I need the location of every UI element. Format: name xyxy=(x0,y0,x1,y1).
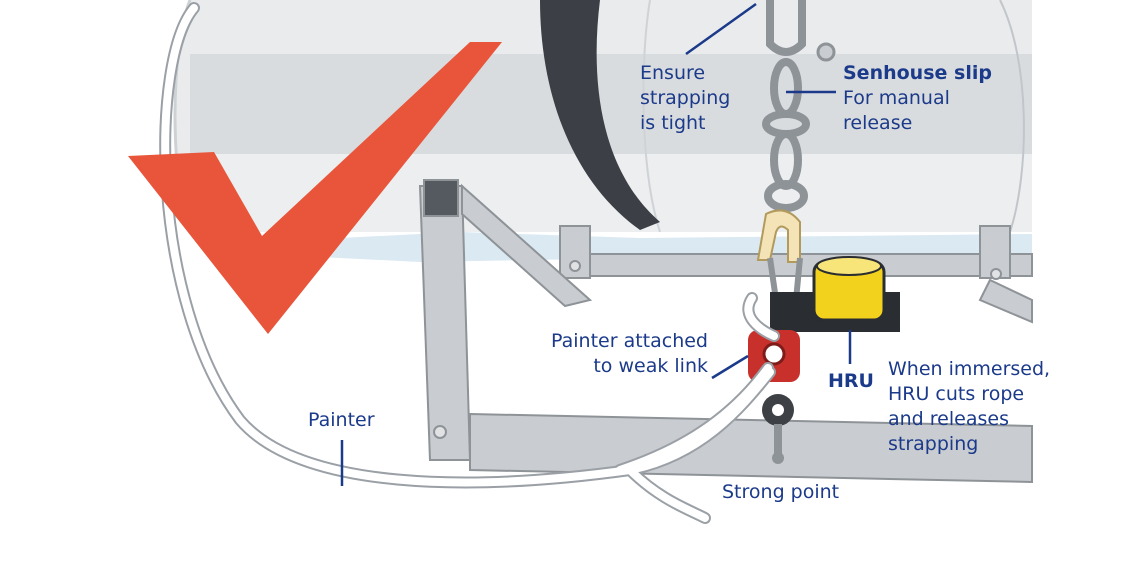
leader-lines xyxy=(340,2,852,486)
ensure-strapping-label: Ensure strapping is tight xyxy=(640,62,731,134)
securing-strap xyxy=(540,0,660,230)
shackle-pin xyxy=(816,42,836,62)
hru-unit xyxy=(770,256,900,332)
strong-point-label: Strong point xyxy=(722,481,840,503)
painter-attached-label: Painter attached to weak link xyxy=(551,330,708,377)
strong-point-eye xyxy=(762,394,794,464)
painter-label: Painter xyxy=(308,409,375,431)
checkmark-icon xyxy=(128,42,502,334)
senhouse-slip xyxy=(756,209,801,263)
hru-description: When immersed, HRU cuts rope and release… xyxy=(888,358,1051,455)
senhouse-slip-description: For manual release xyxy=(843,87,950,134)
chain xyxy=(762,0,810,212)
hru-label: HRU xyxy=(828,370,874,392)
cradle-frame xyxy=(418,179,1033,484)
senhouse-slip-title: Senhouse slip xyxy=(843,62,992,84)
